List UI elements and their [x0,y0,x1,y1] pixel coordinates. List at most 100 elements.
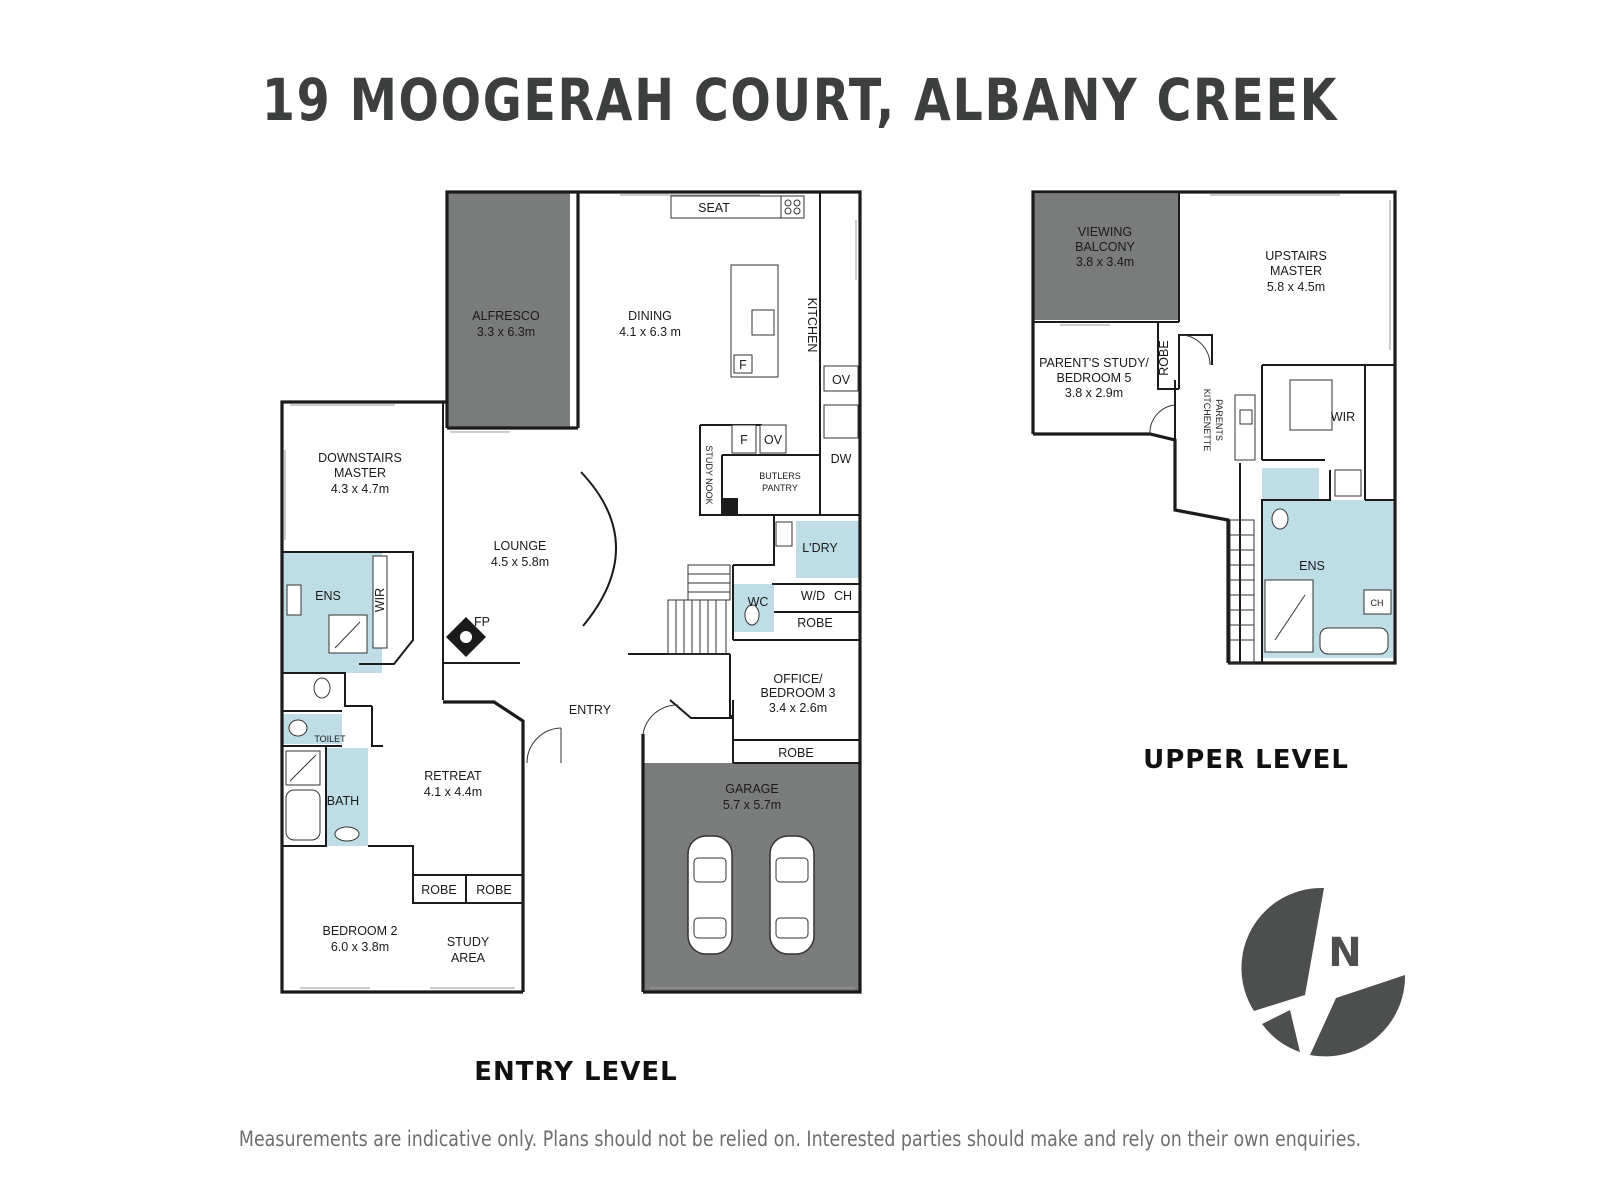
upstairs-master-dims: 5.8 x 4.5m [1267,280,1325,294]
disclaimer-text: Measurements are indicative only. Plans … [238,1127,1362,1151]
dining-label: DINING [628,309,672,323]
robe-label-3: ROBE [421,883,456,897]
upper-toilet-icon [1271,508,1289,530]
laundry-area [796,521,860,578]
upper-level-plan: VIEWING BALCONY 3.8 x 3.4m UPSTAIRS MAST… [1031,190,1397,665]
page-title: 19 MOOGERAH COURT, ALBANY CREEK [261,66,1339,134]
retreat-dims: 4.1 x 4.4m [424,785,482,799]
upstairs-master-label-2: MASTER [1270,264,1322,278]
upper-door-icon [1149,404,1176,435]
downstairs-master-label-2: MASTER [334,466,386,480]
upper-door-icon-2 [1178,334,1211,366]
basin-icon [286,584,302,616]
fireplace-label: FP [474,615,490,629]
downstairs-master-label: DOWNSTAIRS [318,451,402,465]
parents-kitchenette-label: PARENTS [1214,399,1224,441]
bath-basin-icon [334,826,360,842]
butlers-pantry-label: BUTLERS [759,471,801,481]
upper-stairs-icon [1229,519,1255,664]
toilet-icon [313,677,331,699]
washer-dryer-label: W/D [801,589,825,603]
car-icon [687,835,733,955]
wir-rail [372,555,388,649]
bath-label: BATH [327,794,359,808]
entry-label: ENTRY [569,703,612,717]
study-nook-label: STUDY NOOK [704,445,714,504]
robe-label-4: ROBE [476,883,511,897]
parents-kitchenette-label-2: KITCHENETTE [1202,389,1212,452]
north-compass-icon: N [1241,887,1406,1057]
entry-level-plan: ALFRESCO 3.3 x 6.3m DINING 4.1 x 6.3 m S… [280,190,862,994]
retreat-label: RETREAT [424,769,482,783]
upper-cupboard-label: CH [1371,598,1384,608]
bathtub-icon [285,789,321,841]
fridge-icon [733,354,753,374]
curved-wall [580,471,617,627]
laundry-label: L'DRY [802,541,838,555]
entry-level-caption: ENTRY LEVEL [474,1057,678,1087]
downstairs-master-dims: 4.3 x 4.7m [331,482,389,496]
lounge-label: LOUNGE [494,539,547,553]
toilet-label: TOILET [314,734,346,744]
upper-basin-icon [1334,469,1362,497]
wir-label: WIR [373,588,387,612]
office-dims: 3.4 x 2.6m [769,701,827,715]
upper-bathtub-icon [1319,627,1389,655]
bedroom2-dims: 6.0 x 3.8m [331,940,389,954]
wc-label: WC [748,595,769,609]
upper-level-caption: UPPER LEVEL [1143,745,1349,775]
dining-dims: 4.1 x 6.3 m [619,325,681,339]
fridge-label: F [739,358,747,372]
fridge-box [731,424,757,454]
garage-area [643,763,860,992]
toilet-icon-2 [288,719,308,737]
upper-robe-label: ROBE [1157,340,1171,375]
fridge-label-2: F [740,433,748,447]
garage-dims: 5.7 x 5.7m [723,798,781,812]
upper-ensuite-label: ENS [1299,559,1325,573]
garage-label: GARAGE [725,782,779,796]
oven-box-2 [759,424,787,454]
alfresco-label: ALFRESCO [472,309,540,323]
viewing-balcony-label: VIEWING [1078,225,1132,239]
viewing-balcony-label-2: BALCONY [1075,240,1135,254]
butlers-pantry-label-2: PANTRY [762,483,798,493]
laundry-tub-icon [775,521,793,547]
entry-door-icon [526,727,562,764]
viewing-balcony-dims: 3.8 x 3.4m [1076,255,1134,269]
kitchen-label: KITCHEN [805,298,819,353]
study-area-label: STUDY [447,935,490,949]
stairs-icon [667,564,731,655]
upper-wir-label: WIR [1331,410,1355,424]
dishwasher-label: DW [831,452,852,466]
parents-study-dims: 3.8 x 2.9m [1065,386,1123,400]
alfresco-area [447,192,570,428]
robe-label: ROBE [797,616,832,630]
garage-door-icon [642,704,679,735]
oven-label-2: OV [764,433,783,447]
fireplace-icon [446,617,486,657]
kitchenette-bench [1234,394,1256,461]
robe-label-2: ROBE [778,746,813,760]
office-label-2: BEDROOM 3 [760,686,835,700]
car-icon [769,835,815,955]
oven-label: OV [832,373,851,387]
ensuite-label: ENS [315,589,341,603]
office-label: OFFICE/ [773,672,823,686]
seat-label: SEAT [698,201,730,215]
upper-shower-icon [1264,579,1314,653]
wc-toilet-icon [744,604,760,626]
parents-study-label-2: BEDROOM 5 [1056,371,1131,385]
compass-letter: N [1328,930,1361,976]
oven-box [823,365,859,392]
sink-icon [751,309,775,336]
study-area-label-2: AREA [451,951,486,965]
parents-study-label: PARENT'S STUDY/ [1039,356,1149,370]
cooktop-icon [780,195,805,219]
bedroom2-label: BEDROOM 2 [322,924,397,938]
linen-cupboard-box [1363,589,1392,615]
upstairs-master-label: UPSTAIRS [1265,249,1327,263]
kitchenette-sink-icon [1239,409,1253,425]
alfresco-dims: 3.3 x 6.3m [477,325,535,339]
